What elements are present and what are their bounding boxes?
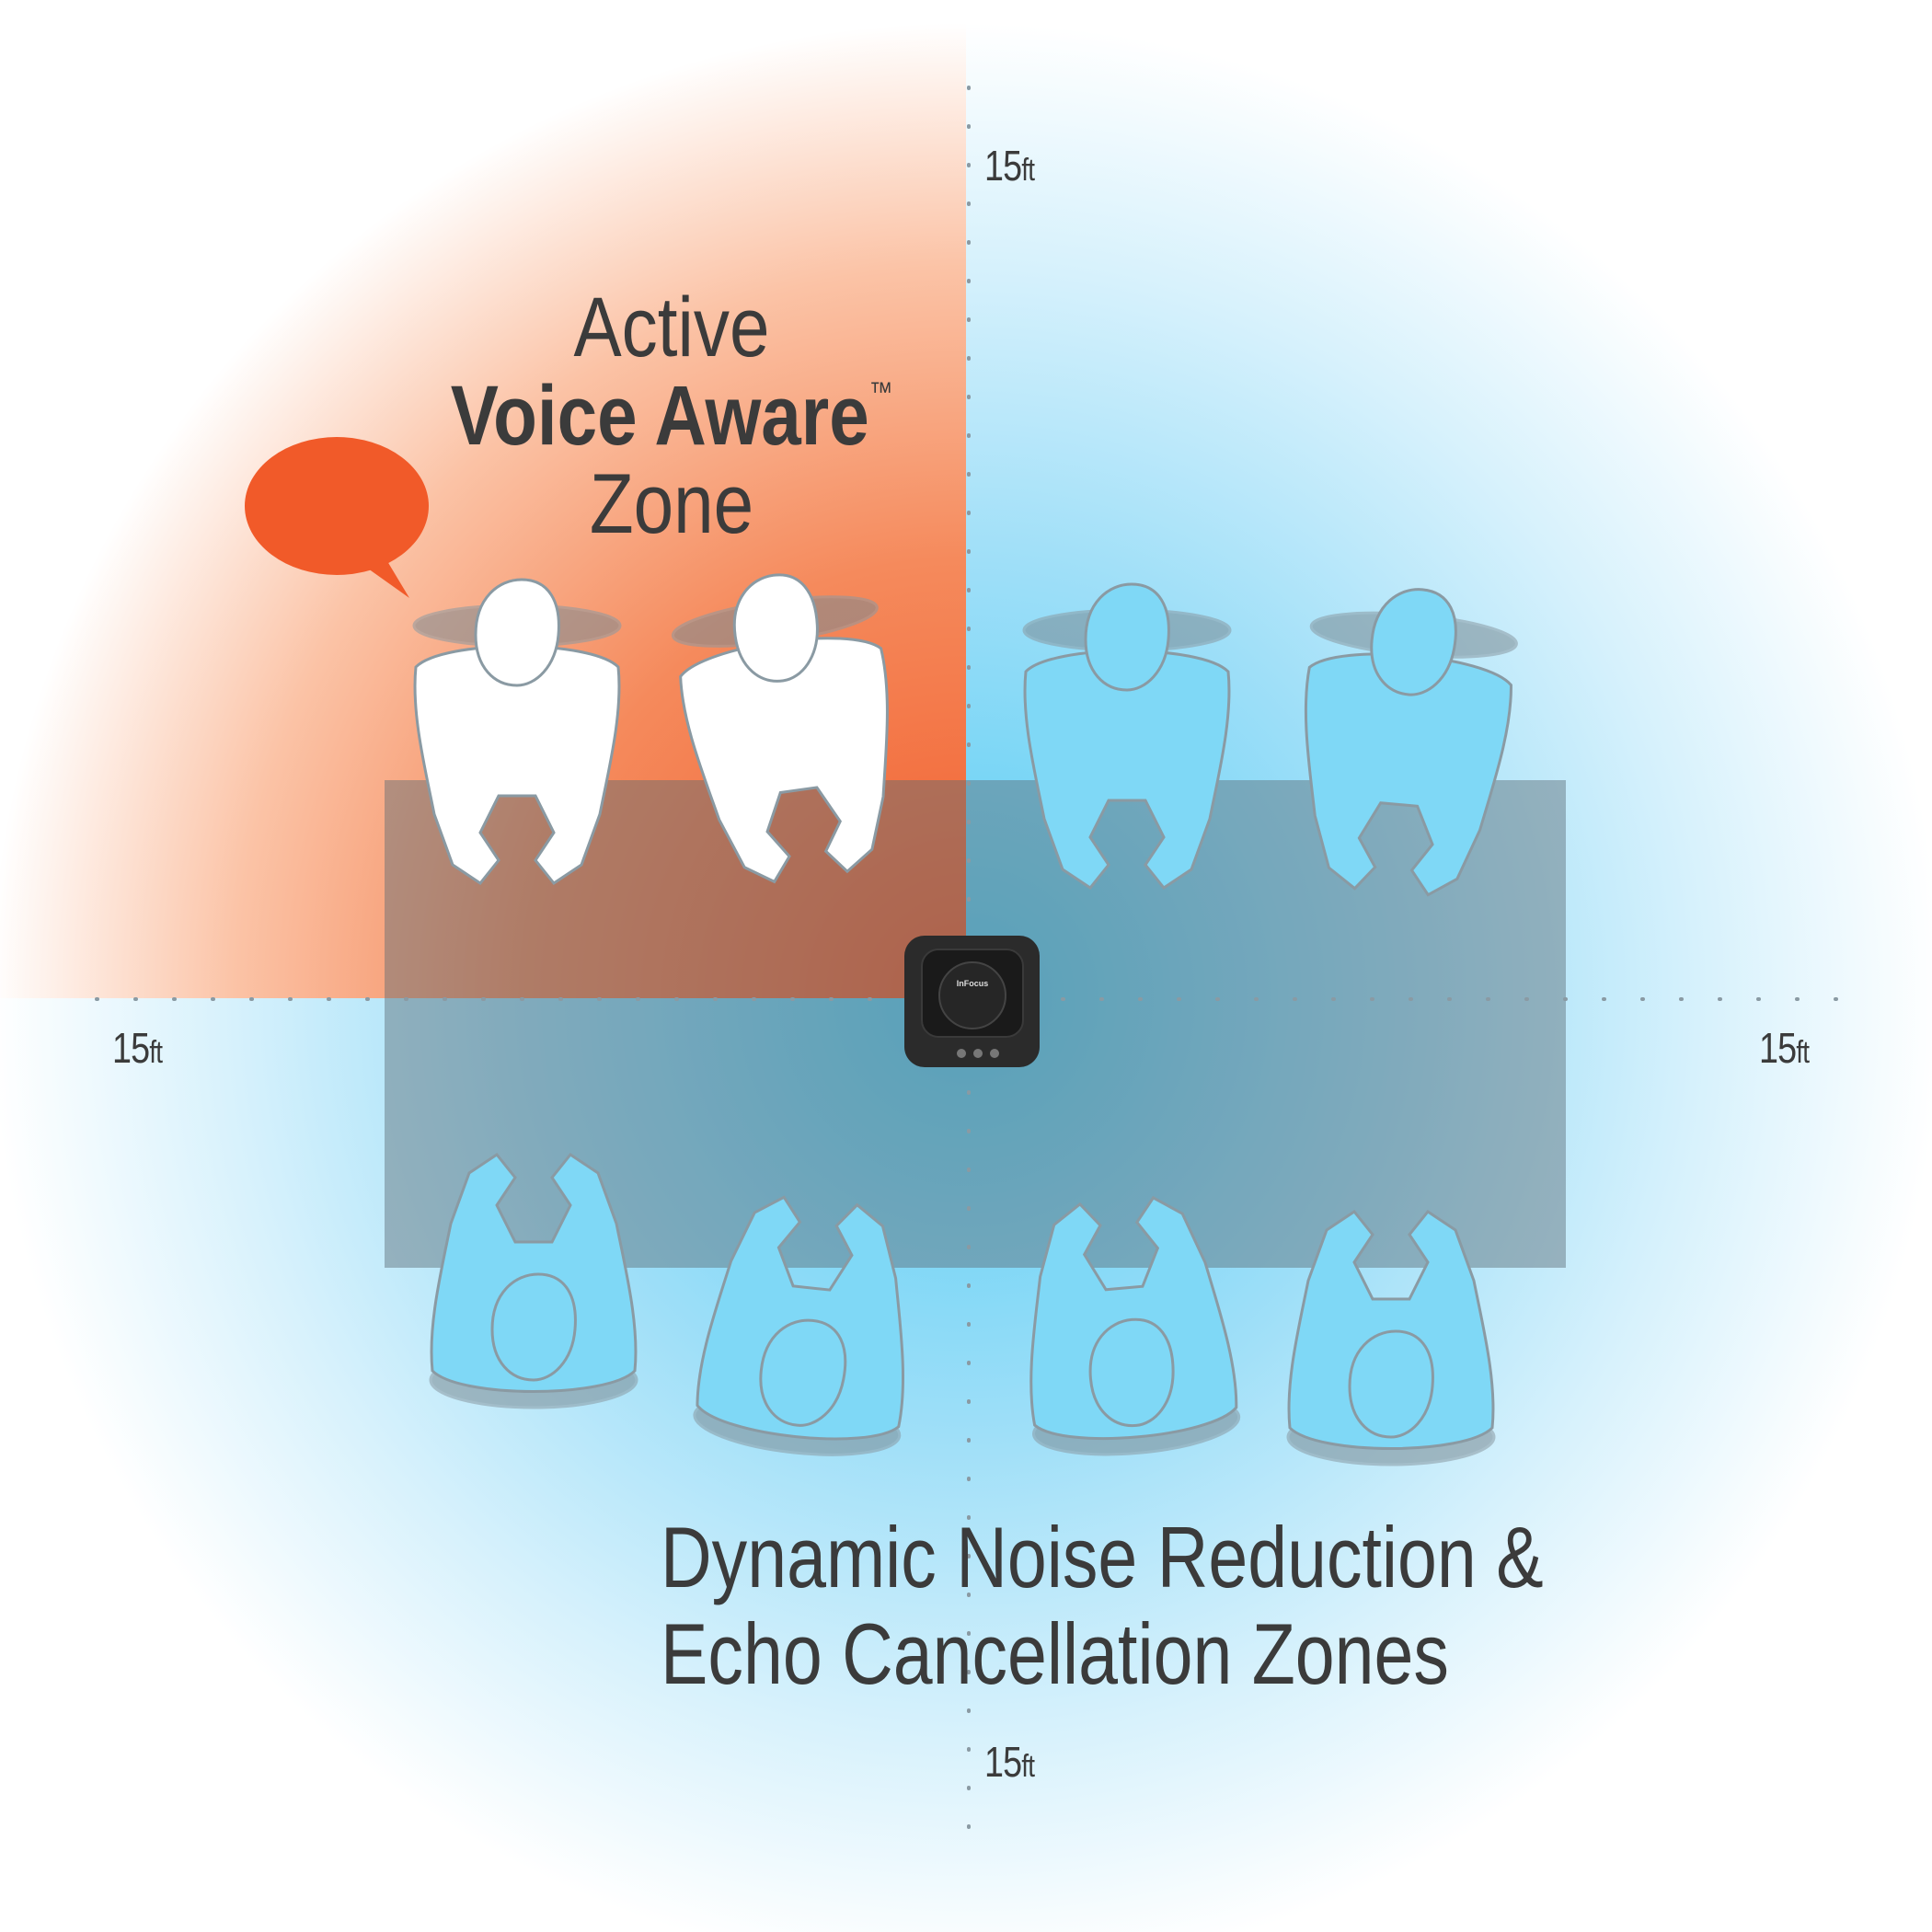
active-voice-zone-label: Active Voice Aware™ Zone [331, 285, 1012, 546]
active-voice-line1: Active [573, 281, 770, 374]
trademark-symbol: ™ [868, 377, 893, 408]
noise-echo-zone-label: Dynamic Noise Reduction & Echo Cancellat… [661, 1509, 1544, 1703]
distance-label-top: 15ft [984, 142, 1035, 190]
speech-bubble-icon [245, 437, 429, 598]
distance-label-bottom: 15ft [984, 1738, 1035, 1786]
distance-label-left: 15ft [112, 1024, 163, 1072]
noise-echo-line2: Echo Cancellation Zones [661, 1605, 1449, 1703]
distance-label-right: 15ft [1759, 1024, 1810, 1072]
active-voice-line2: Voice Aware™ [450, 369, 893, 463]
conference-speakerphone-icon: InFocus [904, 936, 1040, 1067]
noise-echo-line1: Dynamic Noise Reduction & [661, 1509, 1544, 1605]
active-voice-line3: Zone [589, 457, 754, 551]
device-brand: InFocus [957, 979, 989, 988]
